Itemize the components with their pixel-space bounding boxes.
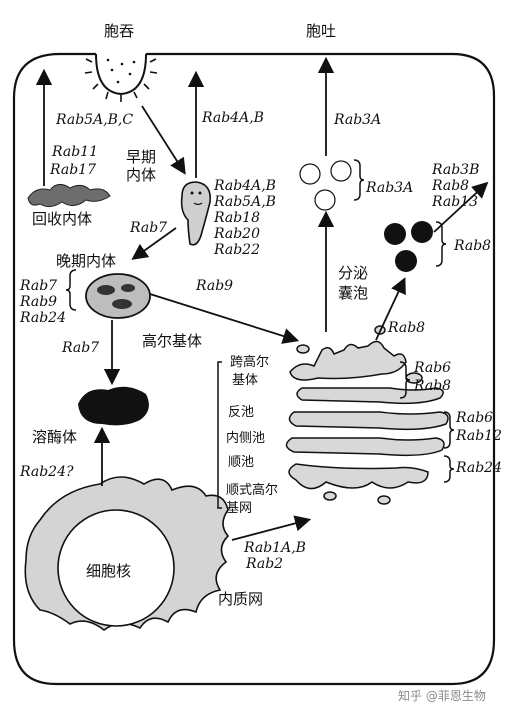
rab-er-to-golgi-1: Rab1A,B <box>243 540 306 556</box>
label-er: 内质网 <box>218 590 263 608</box>
rab-er-to-golgi-2: Rab2 <box>245 556 283 572</box>
label-early-endosome-1: 早期 <box>126 148 156 166</box>
rab-golgi-to-secretory: Rab8 <box>387 320 425 336</box>
nucleus-er <box>24 476 230 632</box>
label-cis-network-2: 基网 <box>226 501 252 516</box>
label-cgn-1: 跨高尔 <box>230 354 269 370</box>
rab-recycling-1: Rab11 <box>51 144 98 160</box>
rab-medial-2: Rab12 <box>455 428 502 444</box>
rab-early-3: Rab18 <box>213 210 260 226</box>
rab-early-1: Rab4A,B <box>213 178 276 194</box>
rab-secretory-vesicle: Rab8 <box>453 238 491 254</box>
rab-trans-golgi-2: Rab8 <box>413 378 451 394</box>
recycling-endosome <box>27 184 111 208</box>
lysosome <box>78 386 149 426</box>
rab-early-4: Rab20 <box>213 226 260 242</box>
rab-secretory-up-3: Rab13 <box>431 194 478 210</box>
label-recycling-endosome: 回收内体 <box>32 210 92 228</box>
label-nucleus: 细胞核 <box>86 562 131 580</box>
rab-late-3: Rab24 <box>19 310 66 326</box>
rab-late-2: Rab9 <box>19 294 57 310</box>
label-early-endosome-2: 内体 <box>126 166 156 184</box>
rab-cis: Rab24 <box>455 460 502 476</box>
arrows <box>35 56 489 541</box>
rab-late-to-lysosome: Rab7 <box>61 340 99 356</box>
watermark: 知乎 @菲恩生物 <box>398 689 486 703</box>
label-cis-network-1: 顺式高尔 <box>226 482 278 498</box>
label-medial-cisterna: 内侧池 <box>226 430 265 446</box>
golgi-apparatus <box>285 325 449 505</box>
rab-exocytosis: Rab3A <box>333 112 381 128</box>
rab-trans-golgi-1: Rab6 <box>413 360 451 376</box>
cell-membrane <box>12 52 496 686</box>
label-trans-cisterna: 反池 <box>228 405 254 420</box>
rab-secretory-up-2: Rab8 <box>431 178 469 194</box>
rab-vesicles-exo: Rab3A <box>365 180 413 196</box>
label-cis-cisterna: 顺池 <box>228 455 254 470</box>
exocytic-vesicles <box>299 160 352 211</box>
label-secretory-vesicle-1: 分泌 <box>338 264 368 282</box>
label-exocytosis: 胞吐 <box>306 22 336 40</box>
endocytic-pit <box>84 53 158 102</box>
rab-early-to-late: Rab7 <box>129 220 167 236</box>
rab-secretory-up-1: Rab3B <box>431 162 479 178</box>
rab-recycling-2: Rab17 <box>49 162 96 178</box>
rab-recycle-up: Rab4A,B <box>201 110 264 126</box>
rab-early-5: Rab22 <box>213 242 260 258</box>
rab-lysosome-in: Rab24? <box>19 464 74 480</box>
label-endocytosis: 胞吞 <box>104 22 134 40</box>
late-endosome <box>85 273 151 319</box>
label-secretory-vesicle-2: 囊泡 <box>338 284 368 302</box>
label-late-endosome: 晚期内体 <box>56 252 116 270</box>
label-golgi: 高尔基体 <box>142 332 202 350</box>
rab-early-2: Rab5A,B <box>213 194 276 210</box>
rab-late-to-golgi: Rab9 <box>195 278 233 294</box>
rab-medial-1: Rab6 <box>455 410 493 426</box>
rab-late-1: Rab7 <box>19 278 57 294</box>
label-cgn-2: 基体 <box>232 373 258 388</box>
golgi-brackets <box>65 159 455 509</box>
rab-endocytosis: Rab5A,B,C <box>55 112 133 128</box>
early-endosome <box>180 181 212 246</box>
secretory-vesicles <box>384 221 433 272</box>
label-lysosome: 溶酶体 <box>32 428 77 446</box>
